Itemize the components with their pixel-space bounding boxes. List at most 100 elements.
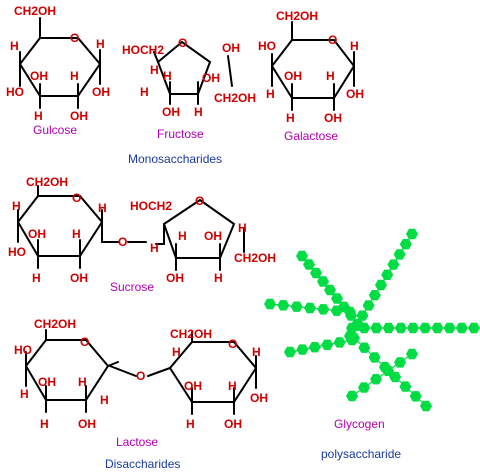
- sucrose-h: H: [214, 271, 223, 285]
- glucose-unit-hexagon: [344, 306, 356, 318]
- glucose-unit-hexagon: [358, 382, 370, 393]
- glucose-unit-hexagon: [324, 284, 336, 296]
- lactose-oh: OH: [184, 379, 202, 393]
- sucrose-label: Sucrose: [110, 280, 154, 294]
- sucrose-h: H: [12, 199, 21, 213]
- galactose-oh: OH: [284, 69, 302, 83]
- glucose-unit-hexagon: [406, 348, 418, 360]
- glucose-unit-hexagon: [406, 228, 418, 240]
- fructose-h: H: [140, 85, 149, 99]
- lactose-h: H: [20, 387, 29, 401]
- glucose-unit-hexagon: [431, 322, 444, 334]
- glucose-unit-hexagon: [399, 239, 412, 250]
- lactose-bridge-o: O: [136, 369, 145, 383]
- fructose-c6-bond: [153, 51, 159, 63]
- glucose-unit-hexagon: [346, 390, 358, 402]
- glucose-unit-hexagon: [455, 322, 468, 334]
- lactose-glycosidic-bond: [147, 367, 171, 377]
- fructose-ring: [157, 40, 212, 95]
- polysaccharide-label: polysaccharide: [321, 447, 401, 461]
- sucrose-h: H: [72, 227, 81, 241]
- glucose-unit-hexagon: [381, 269, 394, 280]
- lactose-h: H: [172, 345, 181, 359]
- glucose-unit-hexagon: [358, 322, 371, 334]
- sucrose-oh: OH: [166, 271, 184, 285]
- fructose-ring-o: O: [178, 36, 187, 50]
- glucose-unit-hexagon: [321, 339, 334, 350]
- monosaccharides-label: Monosaccharides: [128, 152, 222, 166]
- galactose-h: H: [266, 87, 275, 101]
- glucose-unit-hexagon: [389, 371, 402, 383]
- glucose-unit-hexagon: [368, 290, 381, 301]
- glucose-h: H: [34, 109, 43, 123]
- glucose-unit-hexagon: [468, 322, 480, 334]
- fructose-oh: OH: [222, 41, 240, 55]
- glucose-unit-hexagon: [296, 344, 309, 355]
- fructose-h: H: [150, 63, 159, 77]
- glucose-unit-hexagon: [308, 342, 321, 353]
- sucrose-h: H: [98, 201, 107, 215]
- glucose-unit-hexagon: [419, 322, 432, 334]
- galactose-ho: HO: [258, 39, 276, 53]
- lactose-ch2oh: CH2OH: [170, 327, 212, 341]
- glucose-unit-hexagon: [375, 279, 387, 291]
- glucose-unit-hexagon: [346, 322, 358, 334]
- glycogen-label: Glycogen: [334, 417, 385, 431]
- glucose-unit-hexagon: [290, 301, 303, 312]
- lactose-oh: OH: [224, 417, 242, 431]
- sucrose-oh: OH: [70, 271, 88, 285]
- glucose-unit-hexagon: [277, 300, 290, 311]
- lactose-oh: OH: [78, 417, 96, 431]
- lactose-ch2oh: CH2OH: [34, 317, 76, 331]
- glucose-unit-hexagon: [310, 267, 322, 279]
- glucose-unit-hexagon: [358, 342, 371, 353]
- lactose-oh: OH: [38, 375, 56, 389]
- glucose-oh: OH: [30, 69, 48, 83]
- glucose-unit-hexagon: [420, 400, 432, 412]
- glucose-ho: HO: [6, 85, 24, 99]
- lactose-ring-o: O: [80, 335, 89, 349]
- glucose-unit-hexagon: [330, 305, 343, 316]
- glucose-unit-hexagon: [348, 332, 360, 344]
- glucose-unit-hexagon: [264, 298, 276, 310]
- sucrose-fructose-ring: [163, 198, 236, 259]
- lactose-h: H: [78, 375, 87, 389]
- sucrose-h: H: [32, 271, 41, 285]
- sucrose-ho: HO: [8, 245, 26, 259]
- lactose-label: Lactose: [116, 435, 158, 449]
- galactose-oh: OH: [346, 87, 364, 101]
- glucose-unit-hexagon: [370, 322, 383, 334]
- glucose-unit-hexagon: [356, 310, 369, 321]
- lactose-ring-o: O: [228, 337, 237, 351]
- lactose-galactose-ring: [24, 339, 110, 401]
- lactose-structure: CH2OH O HO H OH H H OH H O CH2OH O H OH …: [14, 317, 268, 449]
- lactose-h: H: [252, 345, 261, 359]
- fructose-c2-bond: [227, 55, 233, 87]
- sucrose-ring-o: O: [72, 191, 81, 205]
- glucose-unit-hexagon: [317, 276, 329, 287]
- glucose-unit-hexagon: [394, 322, 407, 334]
- glucose-h: H: [96, 37, 105, 51]
- glycogen-structure: [264, 228, 480, 412]
- glucose-h: H: [10, 39, 19, 53]
- glucose-h: H: [70, 69, 79, 83]
- glucose-ring-o: O: [70, 31, 79, 45]
- fructose-h: H: [194, 105, 203, 119]
- galactose-ch2oh: CH2OH: [276, 9, 318, 23]
- fructose-oh: OH: [162, 105, 180, 119]
- sucrose-glucose-ring: [16, 195, 104, 257]
- sucrose-fructose-o: O: [195, 194, 204, 208]
- lactose-oh: OH: [250, 391, 268, 405]
- sucrose-oh: OH: [28, 227, 46, 241]
- glucose-unit-hexagon: [399, 381, 412, 392]
- lactose-h: H: [228, 379, 237, 393]
- glucose-unit-hexagon: [394, 357, 406, 368]
- galactose-label: Galactose: [284, 129, 338, 143]
- sucrose-ch2oh: CH2OH: [26, 175, 68, 189]
- galactose-oh: OH: [324, 111, 342, 125]
- glucose-unit-hexagon: [296, 250, 308, 262]
- sucrose-oh: OH: [204, 229, 222, 243]
- glucose-unit-hexagon: [304, 302, 316, 314]
- galactose-structure: CH2OH O H OH HO H OH H H OH Galactose: [258, 9, 364, 143]
